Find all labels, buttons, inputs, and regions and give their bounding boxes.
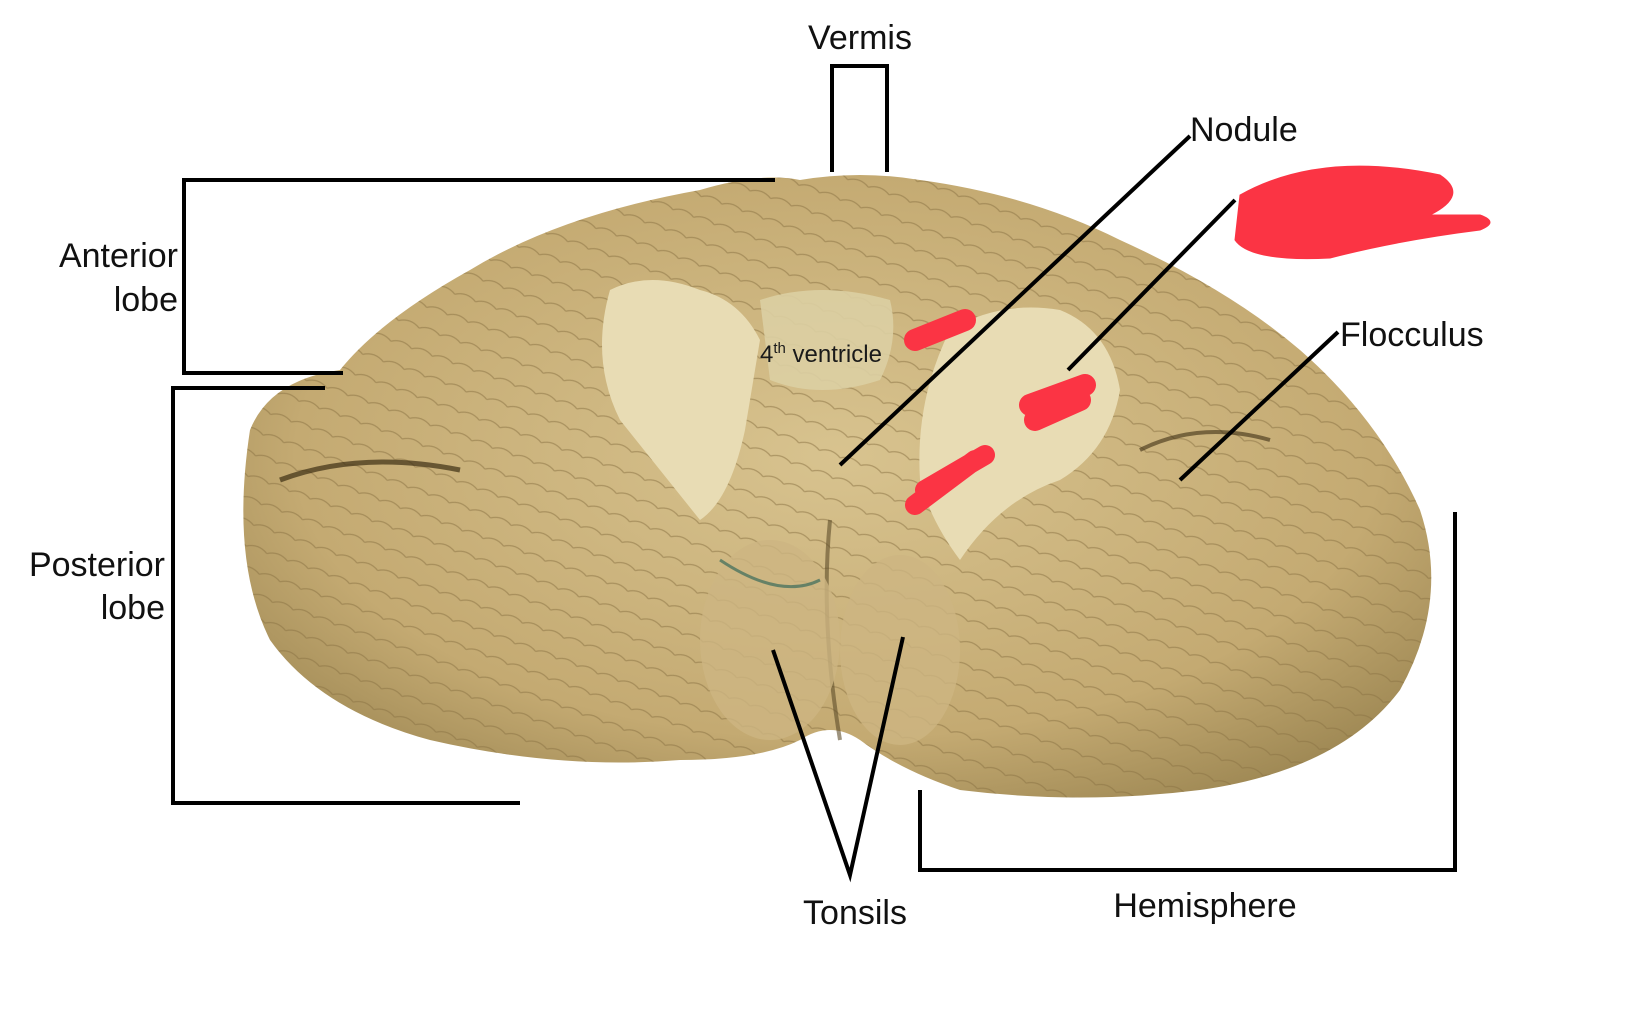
hemisphere-bracket xyxy=(918,512,1457,872)
scribble-redacted-label xyxy=(1234,165,1491,260)
label-posterior-lobe-line2: lobe xyxy=(100,589,165,627)
label-vermis: Vermis xyxy=(808,19,912,57)
scribble-center-right xyxy=(1019,374,1096,431)
label-anterior-lobe-line2: lobe xyxy=(113,281,178,319)
label-hemisphere: Hemisphere xyxy=(1113,887,1297,925)
label-posterior-lobe-line1: Posterior xyxy=(28,546,165,584)
label-nodule: Nodule xyxy=(1190,111,1298,149)
scribble-ventricle xyxy=(904,309,976,351)
cerebellum-specimen xyxy=(243,175,1432,798)
red-marker-scribbles xyxy=(904,165,1491,515)
anterior-lobe-bracket xyxy=(182,178,775,375)
tonsils-pointer xyxy=(771,636,905,883)
label-fourth-ventricle: 4th ventricle xyxy=(760,340,882,368)
flocculus-pointer xyxy=(1178,330,1340,482)
label-flocculus: Flocculus xyxy=(1340,316,1484,354)
vermis-bracket xyxy=(830,64,889,172)
nodule-pointer xyxy=(838,134,1192,467)
bracket-lines xyxy=(171,64,1457,883)
redacted-pointer xyxy=(1066,198,1237,372)
scribble-lower xyxy=(905,445,995,515)
label-anterior-lobe-line1: Anterior xyxy=(58,237,178,275)
label-tonsils: Tonsils xyxy=(803,894,907,932)
posterior-lobe-bracket xyxy=(171,386,520,805)
